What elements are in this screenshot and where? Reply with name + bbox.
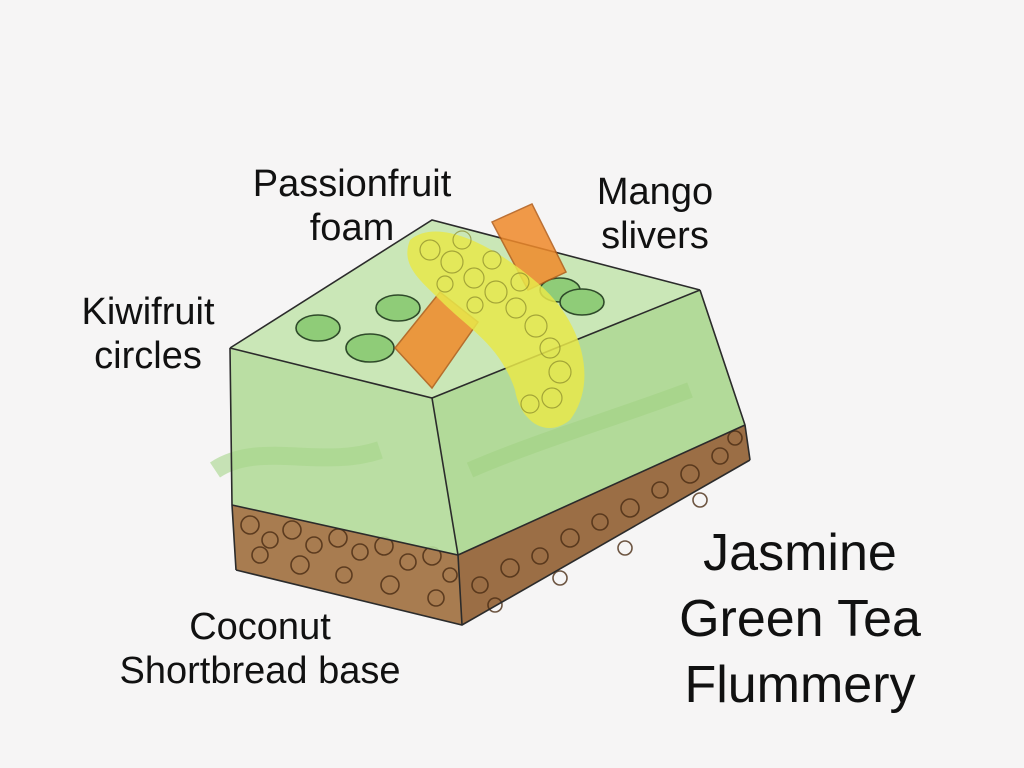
kiwifruit-circles-label: Kiwifruit circles xyxy=(58,290,238,378)
coconut-label-line2: Shortbread base xyxy=(119,650,401,692)
title-line1: Jasmine xyxy=(703,524,897,582)
coconut-shortbread-label: Coconut Shortbread base xyxy=(80,605,440,693)
passionfruit-foam-label: Passionfruit foam xyxy=(232,162,472,250)
kiwifruit-label-line2: circles xyxy=(94,335,202,377)
dessert-title: Jasmine Green Tea Flummery xyxy=(600,520,1000,718)
title-line3: Flummery xyxy=(684,656,916,714)
coconut-label-line1: Coconut xyxy=(189,606,331,648)
passionfruit-label-line1: Passionfruit xyxy=(252,163,452,205)
passionfruit-label-line2: foam xyxy=(309,207,395,249)
kiwifruit-circles xyxy=(295,277,605,363)
mango-label-line2: slivers xyxy=(601,215,709,257)
kiwifruit-label-line1: Kiwifruit xyxy=(81,291,215,333)
mango-label-line1: Mango xyxy=(596,171,714,213)
title-line2: Green Tea xyxy=(679,590,921,648)
mango-slivers-label: Mango slivers xyxy=(575,170,735,258)
passionfruit-foam xyxy=(407,230,585,429)
coconut-shortbread-base xyxy=(232,425,750,625)
